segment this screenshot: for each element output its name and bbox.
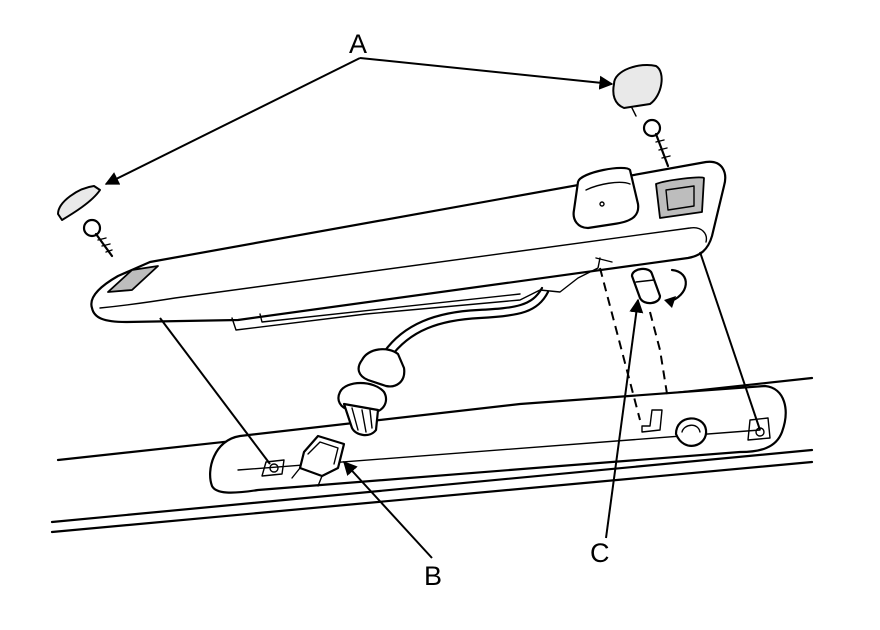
callout-c-label: C bbox=[590, 538, 610, 568]
screw-left bbox=[82, 218, 114, 258]
grommet-hole bbox=[674, 417, 708, 447]
callout-b-label: B bbox=[424, 561, 442, 591]
bulb-socket-assembly bbox=[337, 286, 550, 437]
assembly-path-socket bbox=[599, 267, 641, 421]
leader-left-mount bbox=[159, 317, 271, 465]
callout-b: B bbox=[343, 460, 442, 591]
grommet bbox=[630, 267, 687, 308]
tailgate-panel bbox=[50, 376, 814, 534]
connector bbox=[291, 434, 346, 487]
callout-a-label: A bbox=[349, 29, 367, 59]
assembly-path-grommet bbox=[649, 311, 669, 401]
leader-right-mount bbox=[699, 251, 761, 431]
callout-a: A bbox=[104, 29, 614, 185]
screw-right bbox=[642, 118, 671, 168]
callout-c: C bbox=[590, 298, 644, 568]
cap-left bbox=[57, 185, 101, 221]
cap-right bbox=[612, 64, 663, 117]
light-housing bbox=[90, 160, 727, 331]
